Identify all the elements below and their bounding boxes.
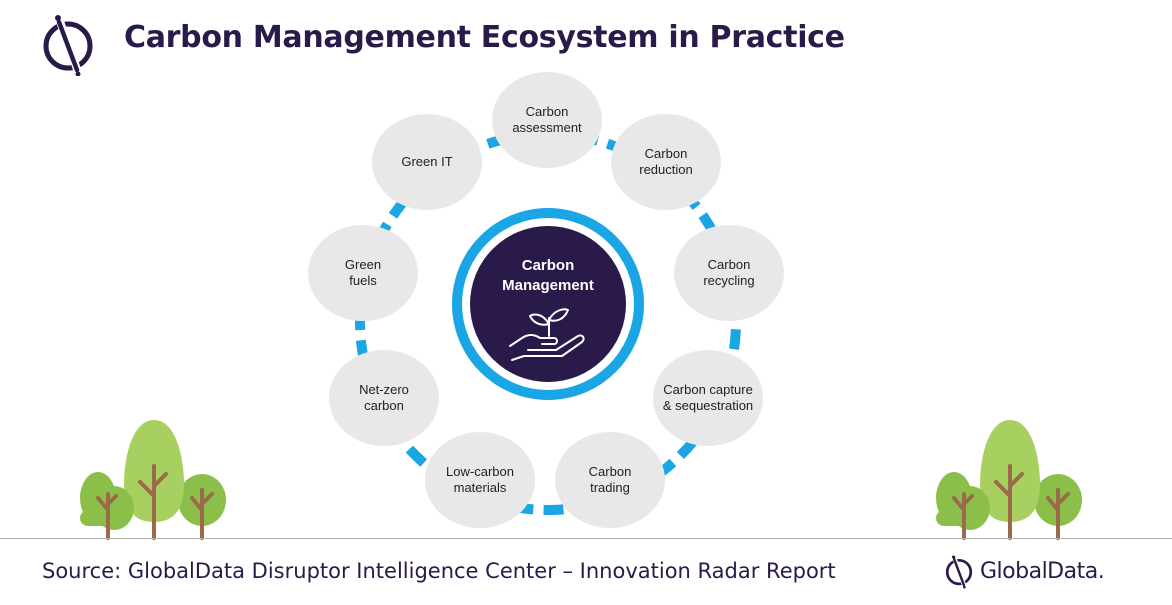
trees-left-icon <box>80 420 226 540</box>
node-green-fuels: Green fuels <box>308 225 418 321</box>
globaldata-logo-icon <box>945 555 973 589</box>
center-label: Carbon Management <box>502 257 594 294</box>
node-carbon-capture: Carbon capture & sequestration <box>653 350 763 446</box>
globaldata-logo-icon <box>43 14 93 76</box>
brand-logo: GlobalData. <box>944 553 1105 589</box>
trees-right-icon <box>936 420 1082 540</box>
ground-line <box>0 538 1172 539</box>
node-low-carbon-materials: Low-carbon materials <box>425 432 535 528</box>
node-carbon-recycling: Carbon recycling <box>674 225 784 321</box>
page-title: Carbon Management Ecosystem in Practice <box>124 20 845 55</box>
node-net-zero-carbon: Net-zero carbon <box>329 350 439 446</box>
node-carbon-assessment: Carbon assessment <box>492 72 602 168</box>
source-text: Source: GlobalData Disruptor Intelligenc… <box>42 559 836 583</box>
node-carbon-reduction: Carbon reduction <box>611 114 721 210</box>
node-carbon-trading: Carbon trading <box>555 432 665 528</box>
brand-name: GlobalData. <box>980 558 1105 584</box>
node-green-it: Green IT <box>372 114 482 210</box>
hand-sprout-icon <box>509 308 585 361</box>
